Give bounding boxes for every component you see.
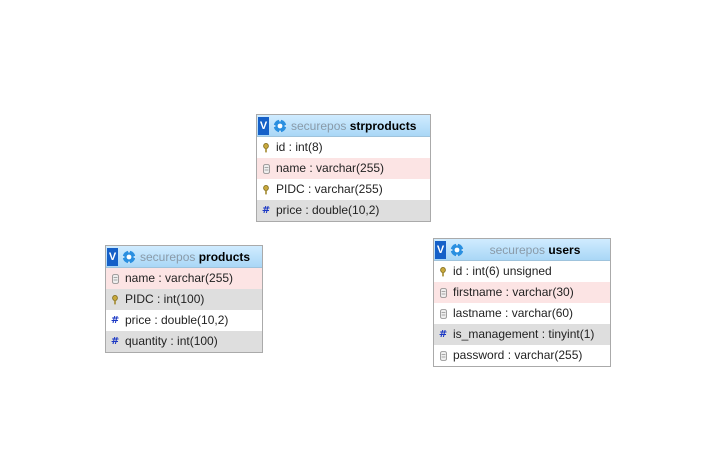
gear-icon[interactable] (273, 119, 287, 133)
table-title: securepos users (464, 239, 610, 260)
key-icon (262, 184, 270, 195)
table-strproducts[interactable]: V securepos strproducts id : int(8) (256, 114, 431, 222)
column-row[interactable]: # quantity : int(100) (106, 331, 262, 352)
key-icon (262, 142, 270, 153)
column-row[interactable]: id : int(6) unsigned (434, 261, 610, 282)
column-row[interactable]: id : int(8) (257, 137, 430, 158)
table-users[interactable]: V securepos users id : int(6) unsigne (433, 238, 611, 367)
numeric-icon: # (438, 328, 448, 340)
column-label: PIDC : varchar(255) (276, 182, 383, 196)
column-row[interactable]: password : varchar(255) (434, 345, 610, 366)
table-title: securepos products (140, 246, 251, 267)
column-label: password : varchar(255) (453, 348, 583, 362)
toggle-columns-icon[interactable]: V (435, 240, 446, 259)
table-title: securepos strproducts (291, 115, 417, 136)
table-products[interactable]: V securepos products name : varchar(2 (105, 245, 263, 353)
table-header[interactable]: V securepos strproducts (257, 115, 430, 137)
gear-icon[interactable] (122, 250, 136, 264)
column-label: PIDC : int(100) (125, 292, 205, 306)
numeric-icon: # (110, 314, 120, 326)
column-row[interactable]: # price : double(10,2) (257, 200, 430, 221)
column-label: name : varchar(255) (276, 161, 385, 175)
column-icon (439, 350, 447, 361)
column-row[interactable]: # price : double(10,2) (106, 310, 262, 331)
numeric-icon: # (261, 204, 271, 216)
table-header[interactable]: V securepos users (434, 239, 610, 261)
column-row[interactable]: PIDC : varchar(255) (257, 179, 430, 200)
key-icon (439, 266, 447, 277)
column-row[interactable]: lastname : varchar(60) (434, 303, 610, 324)
column-icon (439, 308, 447, 319)
column-label: lastname : varchar(60) (453, 306, 574, 320)
column-row[interactable]: name : varchar(255) (106, 268, 262, 289)
key-icon (111, 294, 119, 305)
toggle-columns-icon[interactable]: V (258, 116, 269, 135)
column-label: id : int(6) unsigned (453, 264, 552, 278)
gear-icon[interactable] (450, 243, 464, 257)
numeric-icon: # (110, 335, 120, 347)
database-name: securepos (140, 249, 196, 264)
column-label: price : double(10,2) (276, 203, 380, 217)
column-icon (262, 163, 270, 174)
column-icon (111, 273, 119, 284)
column-row[interactable]: PIDC : int(100) (106, 289, 262, 310)
table-name: products (198, 249, 251, 264)
column-row[interactable]: # is_management : tinyint(1) (434, 324, 610, 345)
column-label: price : double(10,2) (125, 313, 229, 327)
column-label: name : varchar(255) (125, 271, 234, 285)
table-name: strproducts (349, 118, 417, 133)
table-header[interactable]: V securepos products (106, 246, 262, 268)
column-label: quantity : int(100) (125, 334, 218, 348)
table-name: users (548, 242, 581, 257)
column-row[interactable]: name : varchar(255) (257, 158, 430, 179)
database-name: securepos (489, 242, 545, 257)
toggle-columns-icon[interactable]: V (107, 247, 118, 266)
database-name: securepos (291, 118, 347, 133)
column-label: is_management : tinyint(1) (453, 327, 595, 341)
column-row[interactable]: firstname : varchar(30) (434, 282, 610, 303)
column-label: id : int(8) (276, 140, 323, 154)
column-icon (439, 287, 447, 298)
column-label: firstname : varchar(30) (453, 285, 574, 299)
